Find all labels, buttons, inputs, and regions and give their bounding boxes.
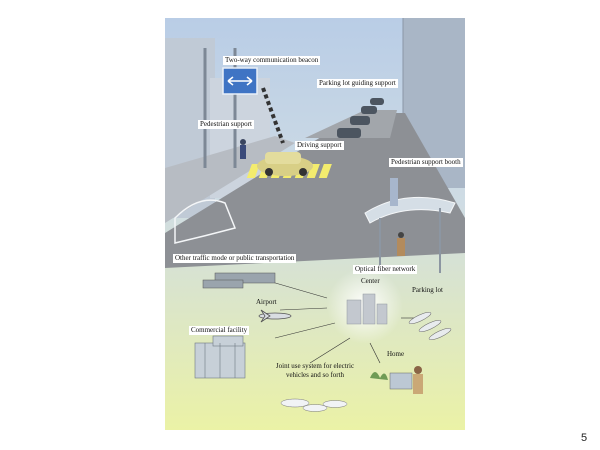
label-parking-guiding: Parking lot guiding support bbox=[317, 79, 398, 88]
label-optical-fiber: Optical fiber network bbox=[353, 265, 418, 274]
label-airport: Airport bbox=[256, 298, 277, 306]
crosswalk-stripe bbox=[246, 164, 260, 178]
label-other-traffic: Other traffic mode or public transportat… bbox=[173, 254, 297, 263]
label-two-way-beacon: Two-way communication beacon bbox=[223, 56, 321, 65]
network-lines bbox=[264, 279, 415, 364]
label-parking-lot: Parking lot bbox=[412, 286, 443, 294]
car-yellow bbox=[257, 152, 313, 176]
parking-cars bbox=[408, 311, 452, 341]
pedestrian-officer bbox=[240, 139, 246, 159]
pedestrian-booth bbox=[364, 178, 456, 273]
label-home: Home bbox=[387, 350, 405, 358]
page-number: 5 bbox=[581, 432, 588, 444]
label-pedestrian-support: Pedestrian support bbox=[198, 120, 254, 129]
beacon-arrows bbox=[227, 76, 253, 86]
label-joint-use: Joint use system for electric vehicles a… bbox=[263, 362, 367, 380]
center-buildings bbox=[346, 293, 388, 325]
label-joint-use-line1: Joint use system for electric bbox=[275, 362, 355, 370]
distant-cars bbox=[337, 98, 384, 138]
home-scene bbox=[370, 366, 423, 394]
road bbox=[165, 113, 465, 268]
crosswalk-stripe bbox=[306, 164, 320, 178]
label-pedestrian-booth: Pedestrian support booth bbox=[389, 158, 463, 167]
barrier-pole bbox=[261, 87, 285, 144]
its-illustration: Two-way communication beacon Parking lot… bbox=[165, 18, 465, 430]
sidewalk-left bbox=[165, 136, 295, 223]
train bbox=[202, 272, 276, 289]
label-center: Center bbox=[361, 277, 380, 285]
windscreen-outline bbox=[174, 199, 237, 244]
label-driving-support: Driving support bbox=[295, 141, 344, 150]
label-joint-use-line2: vehicles and so forth bbox=[285, 371, 345, 379]
airport-plane bbox=[258, 309, 292, 323]
crosswalk-stripe bbox=[318, 164, 332, 178]
label-commercial: Commercial facility bbox=[189, 326, 250, 335]
illustration-canvas bbox=[165, 18, 465, 430]
commercial-building bbox=[194, 335, 246, 379]
ev-cars bbox=[280, 398, 348, 412]
